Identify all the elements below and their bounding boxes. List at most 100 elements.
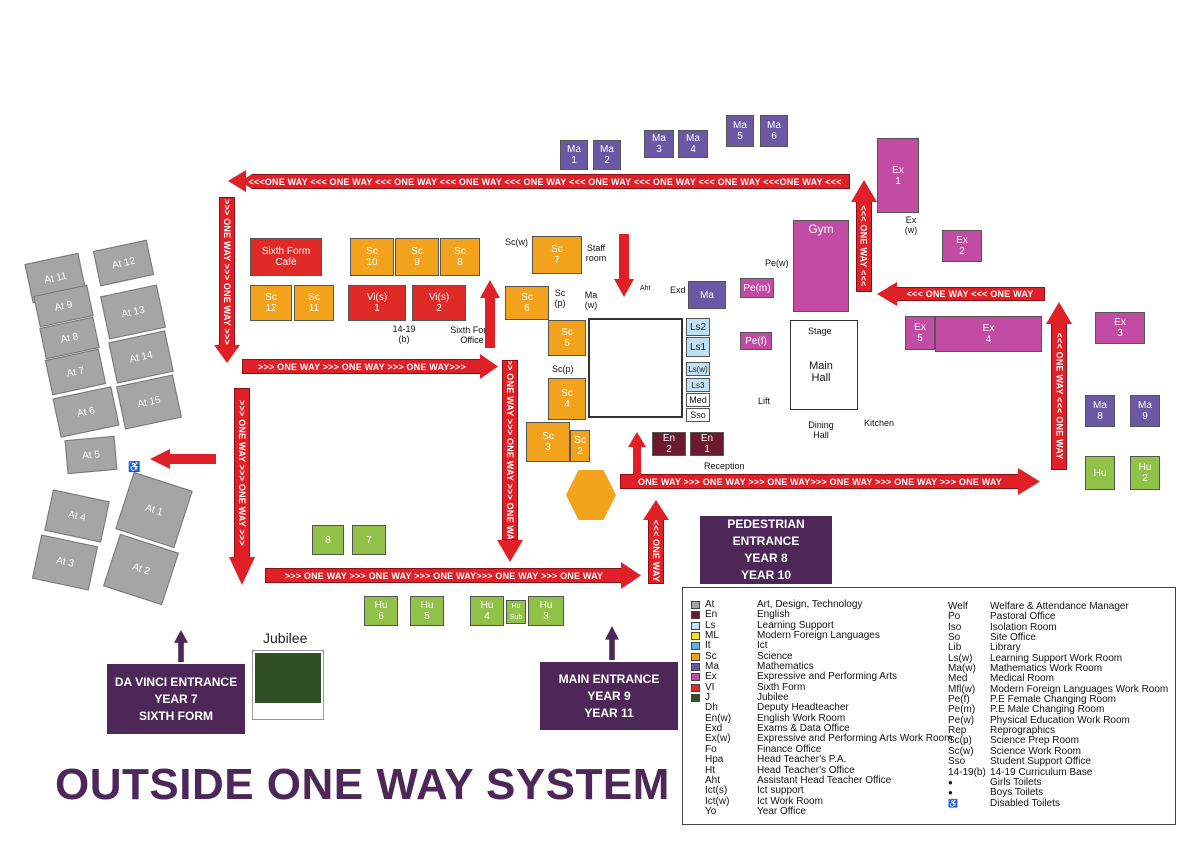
legend-swatch: [691, 777, 700, 785]
room-ma6-label: Ma: [767, 120, 781, 131]
one-way-gym-up-arrow: <<< ONE WAY <<<: [856, 200, 872, 292]
room-at15: At 15: [116, 374, 182, 430]
one-way-arrowhead-right-up: [1046, 302, 1072, 324]
legend-text: Ict: [757, 640, 768, 652]
legend-row: Sc(p)Science Prep Room: [948, 735, 1168, 747]
one-way-arrowhead-gym-up: [851, 180, 877, 202]
room-at12-label: At 12: [110, 255, 137, 271]
legend-code: Sc(p): [948, 735, 972, 747]
room-at12: At 12: [92, 239, 155, 287]
legend-code: Sc: [705, 650, 717, 662]
room-sc7-label: Sc: [551, 244, 563, 255]
legend-row: Sc(w)Science Work Room: [948, 746, 1168, 757]
room-at3-label: At 3: [55, 555, 75, 570]
room-at6-label: At 6: [76, 404, 96, 420]
label-sixth-form-office: Sixth Form Office: [450, 325, 494, 345]
legend-text: Deputy Headteacher: [757, 702, 849, 714]
room-ls1-label: Ls1: [689, 341, 707, 353]
room-at9-label: At 9: [53, 298, 74, 314]
room-sc7-num: 7: [554, 255, 560, 266]
one-way-lower-right-text: ONE WAY >>> ONE WAY >>> ONE WAY>>> ONE W…: [638, 476, 1002, 487]
one-way-top-text: <<<ONE WAY <<< ONE WAY <<< ONE WAY <<< O…: [248, 176, 842, 187]
small-arrow-staff-down: [619, 234, 629, 280]
one-way-right-up-arrow: <<< ONE WAY <<< ONE WAY: [1051, 322, 1067, 470]
label-pew: Pe(w): [765, 258, 789, 268]
one-way-gym-left-text: <<< ONE WAY <<< ONE WAY: [906, 289, 1034, 299]
legend-row: ●Girls Toilets: [948, 777, 1168, 788]
legend-text: Modern Foreign Languages Work Room: [990, 683, 1169, 695]
room-ls2: Ls2: [686, 318, 710, 336]
legend-swatch: [691, 611, 700, 620]
small-arrow-sixth-form-up: [485, 296, 495, 348]
room-sc9-num: 9: [414, 257, 420, 268]
one-way-gym-left-arrow: <<< ONE WAY <<< ONE WAY: [895, 287, 1045, 301]
entrance-pedestrian-line3: YEAR 10: [740, 568, 792, 582]
legend-text: Expressive and Performing Arts: [757, 671, 898, 683]
legend-code: Ma(w): [948, 663, 976, 675]
room-ma6-num: 6: [771, 131, 777, 142]
room-sc5-label: Sc: [561, 327, 573, 338]
room-en1-label: En: [700, 433, 714, 444]
room-at6: At 6: [52, 386, 120, 438]
room-ex5-label: Ex: [914, 322, 926, 333]
one-way-mid-right-arrow: >>> ONE WAY >>> ONE WAY >>> ONE WAY>>>: [242, 359, 482, 374]
room-hu3-num: 3: [543, 611, 549, 622]
room-ma4-num: 4: [690, 144, 696, 155]
one-way-entrance-up-arrow: <<< ONE WAY: [648, 518, 664, 584]
legend-text: Medical Room: [990, 673, 1054, 685]
small-arrow-davinci-left: [168, 454, 216, 464]
legend-code: Ht: [705, 764, 715, 776]
art-block: At 11 At 9 At 8 At 7 At 6 At 5 At 4 At 3…: [24, 239, 203, 610]
legend-text: Head Teacher's Office: [757, 764, 855, 776]
room-hu-sub-label: Hu Sub: [509, 603, 523, 621]
legend-code: Pe(m): [948, 704, 976, 716]
legend-swatch: [691, 787, 700, 795]
entrance-pedestrian: PEDESTRIAN ENTRANCE YEAR 8 YEAR 10: [700, 516, 832, 584]
one-way-left-down2-text: >>> ONE WAY >>> ONE WAY >>>: [237, 400, 247, 546]
legend-text: English: [757, 609, 790, 621]
legend-code: It: [705, 640, 711, 652]
legend-code: Exd: [705, 723, 723, 735]
room-ma7-label: Ma: [700, 289, 714, 301]
label-exd: Exd: [670, 285, 686, 295]
room-ma9-num: 9: [1142, 411, 1148, 422]
legend-swatch: [691, 663, 700, 672]
room-vi1: Vi(s)1: [348, 285, 406, 321]
room-hu4-num: 4: [484, 611, 490, 622]
legend-text: Year Office: [757, 805, 806, 817]
entrance-pointer-main: [605, 626, 619, 660]
legend-swatch: [691, 715, 700, 723]
legend-row: Ict(s)Ict support: [691, 785, 952, 796]
room-sc12-label: Sc: [265, 292, 277, 303]
legend-swatch: [691, 704, 700, 712]
legend-row: It Ict: [691, 641, 952, 651]
legend-text: Expressive and Performing Arts Work Room: [757, 733, 953, 745]
one-way-mid-right-text: >>> ONE WAY >>> ONE WAY >>> ONE WAY>>>: [258, 361, 466, 372]
entrance-main-title: MAIN ENTRANCE: [558, 671, 660, 686]
jubilee-caption: Jubilee: [263, 630, 308, 646]
label-staff-room: Staff room: [585, 243, 607, 263]
label-scp-top: Sc (p): [554, 288, 566, 308]
page-title: OUTSIDE ONE WAY SYSTEM: [55, 760, 670, 809]
legend-code: Ls: [705, 619, 716, 631]
legend-text: Science: [757, 650, 793, 662]
room-gym: Gym: [793, 220, 849, 312]
room-h7: 7: [352, 525, 386, 555]
label-scw: Sc(w): [505, 237, 528, 247]
label-aht: Aht: [640, 285, 651, 292]
legend-text: P.E Female Changing Room: [990, 694, 1116, 706]
room-ex1-num: 1: [895, 175, 901, 187]
legend-text: 14-19 Curriculum Base: [990, 766, 1093, 778]
